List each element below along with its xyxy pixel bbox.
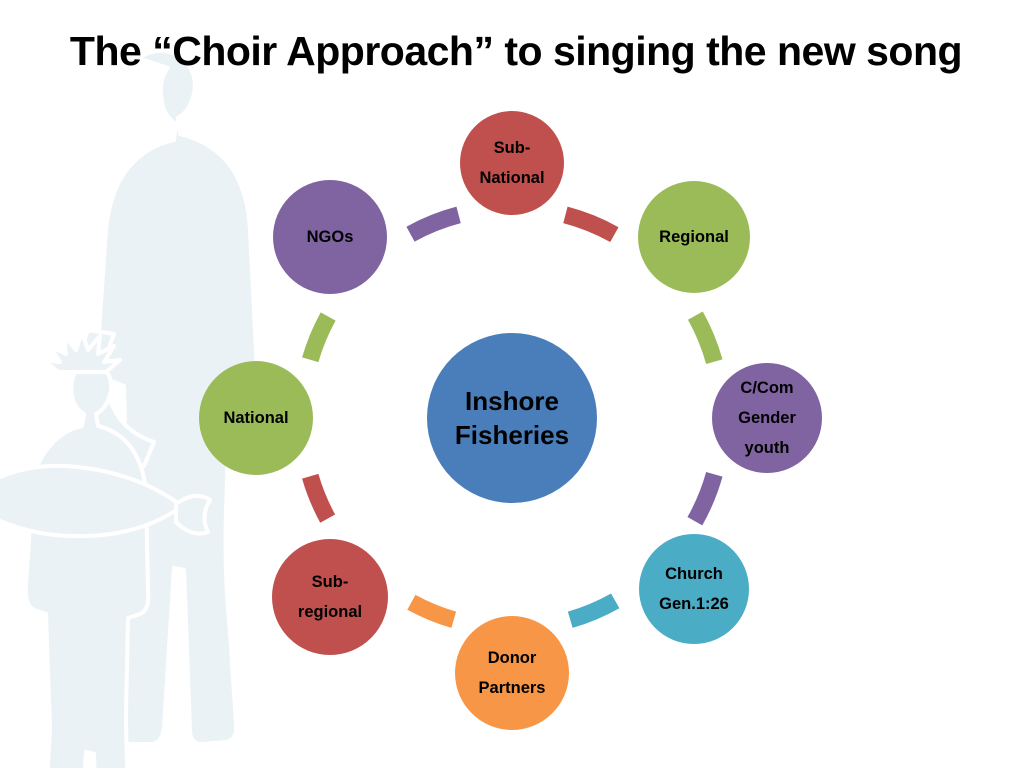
connector-national-to-ngos bbox=[302, 312, 336, 363]
connector-donor-to-sub-regional bbox=[407, 594, 457, 628]
connector-ngos-to-sub-national bbox=[406, 206, 461, 242]
diagram-node-church-gen-1-26-line-2: Gen.1:26 bbox=[659, 595, 729, 613]
diagram-node-ngos-line-1: NGOs bbox=[306, 228, 354, 246]
diagram-node-inshore-fisheries-line-2: Fisheries bbox=[454, 420, 570, 450]
diagram-node-sub-regional[interactable]: Sub-regional bbox=[272, 539, 388, 655]
diagram-node-donor-partners-line-1: Donor bbox=[487, 649, 537, 667]
diagram-node-inshore-fisheries-line-1: Inshore bbox=[465, 386, 559, 416]
diagram-node-regional-line-1: Regional bbox=[659, 228, 729, 246]
connector-sub-regional-to-national bbox=[302, 473, 336, 523]
diagram-node-sub-regional-line-2: regional bbox=[297, 603, 363, 621]
page-title: The “Choir Approach” to singing the new … bbox=[69, 28, 963, 74]
connector-ccom-to-church bbox=[687, 471, 723, 526]
diagram-node-sub-national-line-1: Sub- bbox=[493, 139, 531, 157]
diagram-node-donor-partners-line-2: Partners bbox=[478, 679, 546, 697]
diagram-node-ccom-gender-youth-line-3: youth bbox=[744, 439, 790, 457]
connector-regional-to-ccom bbox=[687, 311, 723, 365]
diagram-node-national[interactable]: National bbox=[199, 361, 313, 475]
diagram-node-ngos[interactable]: NGOs bbox=[273, 180, 387, 294]
connector-sub-national-to-regional bbox=[563, 206, 619, 243]
diagram-node-regional[interactable]: Regional bbox=[638, 181, 750, 293]
diagram-node-national-line-1: National bbox=[223, 409, 289, 427]
diagram-node-church-gen-1-26-line-1: Church bbox=[665, 565, 723, 583]
diagram-node-sub-regional-line-1: Sub- bbox=[311, 573, 349, 591]
diagram-node-sub-national-line-2: National bbox=[479, 169, 545, 187]
diagram-node-ccom-gender-youth-line-2: Gender bbox=[738, 409, 796, 427]
connector-church-to-donor bbox=[567, 593, 620, 628]
diagram-node-ccom-gender-youth-line-1: C/Com bbox=[740, 379, 794, 397]
diagram-node-sub-national[interactable]: Sub- National bbox=[460, 111, 564, 215]
